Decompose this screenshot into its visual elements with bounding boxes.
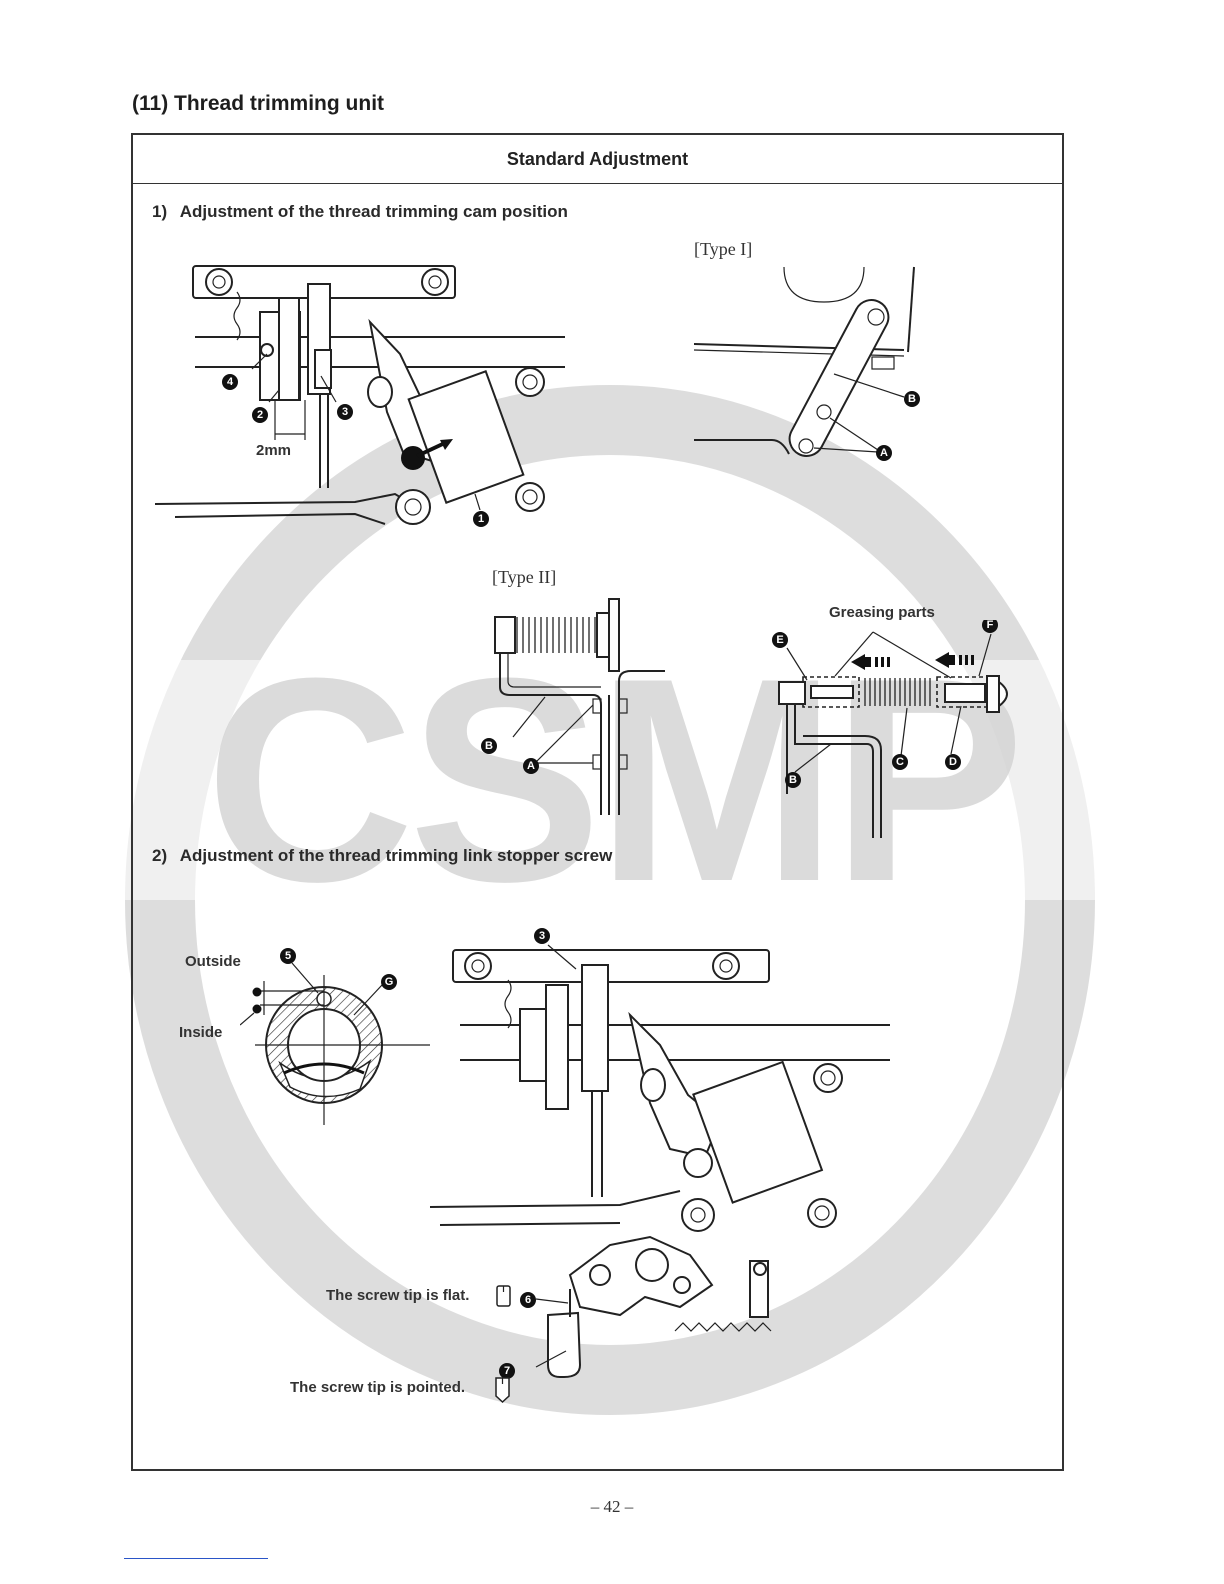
svg-text:6: 6 xyxy=(525,1294,531,1306)
type2-label: [Type II] xyxy=(492,567,557,587)
table-header: Standard Adjustment xyxy=(133,135,1062,184)
svg-text:4: 4 xyxy=(227,376,234,388)
callout-badge: 3 xyxy=(534,928,550,944)
svg-text:G: G xyxy=(385,976,394,988)
page-number: – 42 – xyxy=(590,1497,634,1516)
callout-badge: 4 xyxy=(222,374,238,390)
callout-badge: B xyxy=(481,738,497,754)
callout-badge: 2 xyxy=(252,407,268,423)
svg-text:A: A xyxy=(527,760,535,772)
svg-text:D: D xyxy=(949,756,957,768)
callout-badge: 5 xyxy=(280,948,296,964)
svg-text:A: A xyxy=(880,447,888,459)
svg-text:1: 1 xyxy=(478,513,484,525)
stopper-assembly-diagram: 3 6 7 xyxy=(429,928,890,1379)
callout-badge: G xyxy=(381,974,397,990)
inside-label: Inside xyxy=(179,1024,223,1041)
svg-text:7: 7 xyxy=(504,1365,510,1377)
outside-label: Outside xyxy=(185,953,241,970)
type1-link-diagram: B A xyxy=(694,266,920,461)
flat-tip-icon xyxy=(496,1285,511,1307)
svg-text:2: 2 xyxy=(257,409,263,421)
svg-text:3: 3 xyxy=(539,930,545,942)
callout-badge: 7 xyxy=(499,1363,515,1379)
section-title: (11) Thread trimming unit xyxy=(132,92,385,115)
callout-badge: 1 xyxy=(473,511,489,527)
cam-section-diagram: 5 G xyxy=(240,948,430,1125)
svg-text:F: F xyxy=(987,620,994,631)
svg-text:E: E xyxy=(776,634,783,646)
step2-title: 2) Adjustment of the thread trimming lin… xyxy=(152,846,613,865)
svg-text:B: B xyxy=(789,774,797,786)
type2-spring-diagram: B A xyxy=(481,598,665,815)
greasing-diagram: E F C D B xyxy=(772,620,1008,838)
callout-badge: B xyxy=(785,772,801,788)
callout-badge: C xyxy=(892,754,908,770)
dimension-label: 2mm xyxy=(256,442,292,459)
callout-badge: E xyxy=(772,632,788,648)
step1-title: 1) Adjustment of the thread trimming cam… xyxy=(152,202,568,221)
greasing-label: Greasing parts xyxy=(829,604,935,621)
type1-label: [Type I] xyxy=(694,239,753,259)
svg-text:B: B xyxy=(908,393,916,405)
callout-badge: B xyxy=(904,391,920,407)
svg-text:B: B xyxy=(485,740,493,752)
adjustment-table xyxy=(131,133,1064,1471)
flat-tip-label: The screw tip is flat. xyxy=(326,1287,470,1304)
pointed-tip-icon xyxy=(495,1377,510,1404)
callout-badge: F xyxy=(982,620,998,633)
pointed-tip-label: The screw tip is pointed. xyxy=(290,1379,466,1396)
callout-badge: D xyxy=(945,754,961,770)
cam-assembly-diagram: 4 2 3 1 xyxy=(155,265,565,527)
callout-badge: 6 xyxy=(520,1292,536,1308)
callout-badge: A xyxy=(523,758,539,774)
callout-badge: A xyxy=(876,445,892,461)
svg-text:3: 3 xyxy=(342,406,348,418)
svg-text:C: C xyxy=(896,756,904,768)
callout-badge: 3 xyxy=(337,404,353,420)
svg-text:5: 5 xyxy=(285,950,291,962)
footer-rule xyxy=(124,1558,268,1559)
